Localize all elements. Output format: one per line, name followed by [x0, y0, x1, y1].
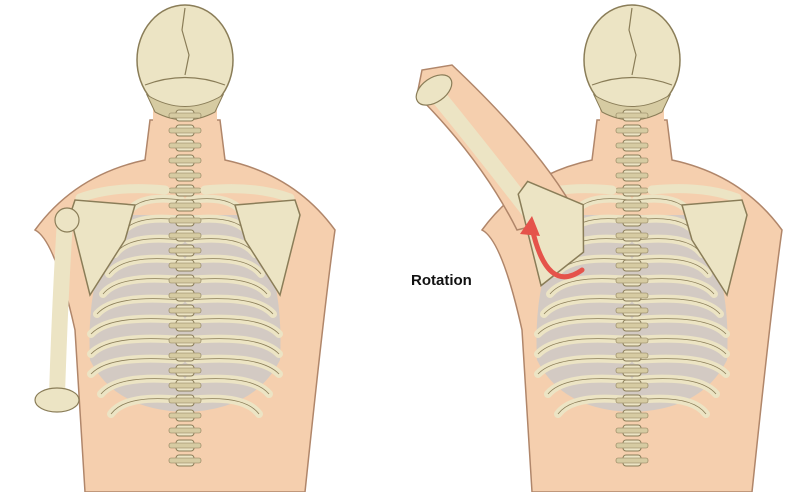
vertebra-process [169, 203, 201, 208]
vertebra-process [616, 278, 648, 283]
vertebra-process [616, 218, 648, 223]
vertebra-process [169, 143, 201, 148]
vertebra-process [616, 113, 648, 118]
vertebra-process [169, 383, 201, 388]
vertebra-process [169, 188, 201, 193]
vertebra-process [169, 458, 201, 463]
vertebra-process [169, 338, 201, 343]
vertebra-process [616, 293, 648, 298]
vertebra-process [616, 368, 648, 373]
vertebra-process [169, 248, 201, 253]
vertebra-process [169, 353, 201, 358]
vertebra-process [616, 413, 648, 418]
vertebra-process [169, 293, 201, 298]
vertebra-process [616, 188, 648, 193]
humerus-elbow [35, 388, 79, 412]
vertebra-process [616, 173, 648, 178]
vertebra-process [616, 428, 648, 433]
vertebra-process [169, 398, 201, 403]
humerus-head [55, 208, 79, 232]
vertebra-process [616, 263, 648, 268]
vertebra-process [169, 263, 201, 268]
vertebra-process [616, 383, 648, 388]
vertebra-process [616, 128, 648, 133]
vertebra-process [616, 143, 648, 148]
vertebra-process [616, 338, 648, 343]
vertebra-process [616, 458, 648, 463]
vertebra-process [169, 308, 201, 313]
vertebra-process [169, 233, 201, 238]
vertebra-process [616, 233, 648, 238]
right-figure [411, 5, 782, 492]
vertebra-process [616, 158, 648, 163]
vertebra-process [616, 323, 648, 328]
vertebra-process [169, 278, 201, 283]
vertebra-process [616, 248, 648, 253]
left-figure [35, 5, 335, 492]
vertebra-process [616, 308, 648, 313]
vertebra-process [169, 173, 201, 178]
vertebra-process [169, 428, 201, 433]
vertebra-process [169, 158, 201, 163]
vertebra-process [169, 323, 201, 328]
rotation-label: Rotation [411, 272, 472, 289]
vertebra-process [616, 398, 648, 403]
vertebra-process [169, 443, 201, 448]
humerus-left [57, 220, 65, 395]
vertebra-process [169, 413, 201, 418]
vertebra-process [169, 113, 201, 118]
vertebra-process [616, 353, 648, 358]
vertebra-process [616, 203, 648, 208]
vertebra-process [616, 443, 648, 448]
vertebra-process [169, 218, 201, 223]
vertebra-process [169, 128, 201, 133]
vertebra-process [169, 368, 201, 373]
